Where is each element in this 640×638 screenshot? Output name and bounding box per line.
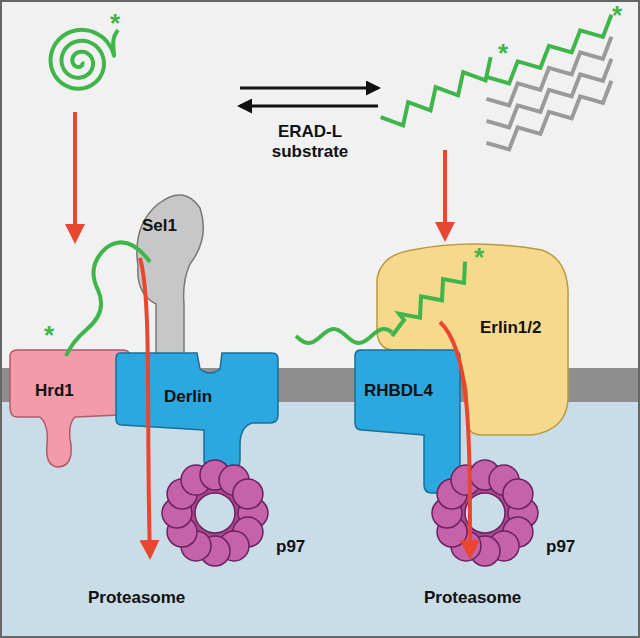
modification-mark: *	[474, 244, 484, 270]
protein-outline	[355, 350, 460, 493]
protein-label: Erlin1/2	[480, 318, 541, 338]
p97-ring: p97	[158, 455, 311, 570]
aggregate-strand	[486, 59, 611, 128]
sel1-protein: Sel1	[128, 182, 208, 354]
substrate-label: ERAD-L substrate	[250, 122, 370, 162]
pathway-arrow	[443, 150, 447, 238]
modification-mark: *	[474, 244, 484, 270]
protein-shape	[112, 345, 282, 473]
p97-pore	[465, 493, 505, 533]
p97-subunit	[503, 479, 533, 509]
derlin-protein: Derlin	[112, 345, 282, 473]
protein-label: p97	[276, 537, 305, 557]
equilibrium-arrow	[240, 105, 378, 108]
proteasome-label: Proteasome	[424, 588, 521, 608]
p97-ring: p97	[428, 455, 581, 570]
modification-mark: *	[498, 40, 508, 66]
protein-outline	[10, 350, 130, 467]
pathway-arrow	[73, 112, 77, 240]
modification-mark: *	[612, 2, 622, 28]
rhbdl4-protein: RHBDL4	[352, 345, 467, 495]
equilibrium-arrow	[240, 87, 378, 90]
unfolded-substrate	[381, 57, 491, 125]
modification-mark: *	[498, 40, 508, 66]
aggregate-strand	[486, 81, 611, 150]
proteasome-label: Proteasome	[88, 588, 185, 608]
aggregate-strand	[486, 37, 611, 106]
protein-label: Derlin	[164, 387, 212, 407]
folded-substrate	[51, 30, 118, 89]
cytosol	[0, 402, 640, 638]
protein-label: p97	[546, 537, 575, 557]
p97-pore	[195, 493, 235, 533]
protein-label: RHBDL4	[364, 381, 433, 401]
protein-label: Hrd1	[35, 381, 74, 401]
substrate-label: ERAD-L substrate	[250, 122, 370, 162]
modification-mark: *	[612, 2, 622, 28]
protein-shape	[128, 182, 208, 354]
protein-outline	[116, 353, 278, 470]
proteasome-label: Proteasome	[424, 588, 521, 608]
proteasome-label: Proteasome	[88, 588, 185, 608]
modification-mark: *	[44, 322, 54, 348]
modification-mark: *	[110, 10, 120, 36]
protein-outline	[137, 195, 203, 354]
p97-subunit	[233, 479, 263, 509]
modification-mark: *	[110, 10, 120, 36]
modification-mark: *	[44, 322, 54, 348]
protein-label: Sel1	[142, 216, 177, 236]
aggregated-substrate	[486, 15, 611, 84]
protein-shape	[352, 345, 467, 495]
